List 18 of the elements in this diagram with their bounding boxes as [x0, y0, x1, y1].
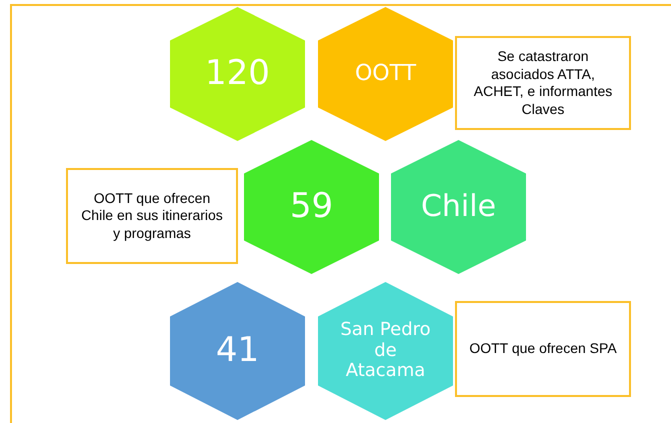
tile-label: 120 — [204, 54, 271, 94]
note-box — [455, 36, 631, 130]
tile-label: San Pedro de Atacama — [339, 320, 432, 382]
note-text: Se catastraron asociados ATTA, ACHET, e informantes Claves — [472, 48, 614, 118]
note-text: OOTT que ofrecen SPA — [469, 340, 617, 358]
note-box — [455, 301, 631, 397]
note-text: OOTT que ofrecen Chile en sus itinerarios y programas — [80, 190, 224, 242]
note-box — [66, 168, 238, 264]
tile-label: OOTT — [354, 61, 418, 87]
tile-label: 59 — [288, 187, 334, 227]
hexagon-tile — [318, 282, 453, 420]
hexagon-tile — [244, 140, 379, 274]
hexagon-tile — [391, 140, 526, 274]
hexagon-tile — [170, 282, 305, 420]
hexagon-tile — [170, 7, 305, 141]
tile-label: Chile — [420, 190, 498, 224]
hexagon-tile — [318, 7, 453, 141]
tile-label: 41 — [214, 331, 260, 371]
